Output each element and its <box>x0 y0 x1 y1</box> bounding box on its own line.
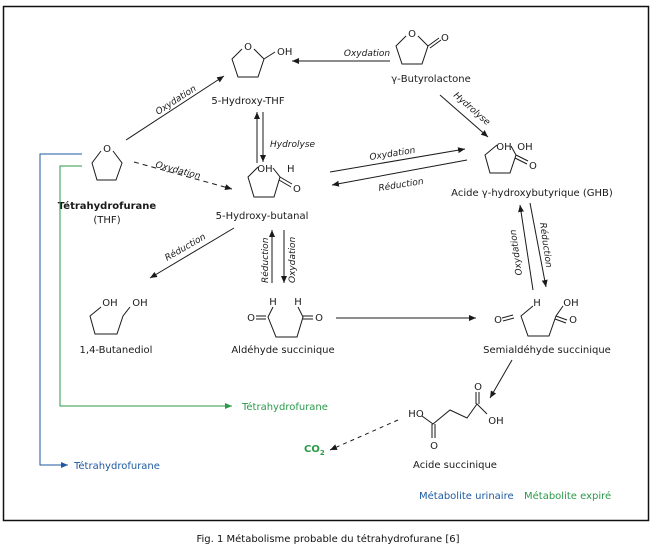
butanediol-structure <box>89 306 131 335</box>
butanediol-oh-atom-2: OH <box>132 298 147 309</box>
rx-label-ghb-to-butanal: Réduction <box>378 176 425 194</box>
rx-label-semialdehyde-to-ghb: Oxydation <box>509 229 525 276</box>
urinary-thf-label: Tétrahydrofurane <box>73 460 160 472</box>
hydroxy-butanal-o-atom: O <box>293 184 301 195</box>
hydroxy-butanal-label: 5-Hydroxy-butanal <box>216 211 309 222</box>
thf-abbr: (THF) <box>93 215 120 226</box>
hydroxy-thf-o-atom: O <box>244 42 252 53</box>
arrow-thf-to-hydroxythf <box>125 75 225 141</box>
succinic-acid-label: Acide succinique <box>413 460 497 471</box>
thf-label: Tétrahydrofurane <box>58 200 157 212</box>
arrow-butanal-to-butanediol <box>149 227 235 279</box>
semialdehyde-h-atom: H <box>533 298 541 309</box>
succinic-aldehyde-h-atom-1: H <box>269 297 277 308</box>
succinic-semialdehyde-structure <box>501 305 568 337</box>
rx-label-butanal-to-ghb: Oxydation <box>369 146 416 163</box>
arrow-exhaled-thf <box>59 165 232 409</box>
thf-o-atom: O <box>103 144 111 155</box>
arrow-semialdehyde-to-succinic-acid <box>489 359 513 399</box>
arrow-butanal-to-ghb <box>329 147 466 173</box>
ghb-o-atom: O <box>529 161 537 172</box>
butanediol-label: 1,4-Butanediol <box>80 345 153 356</box>
butyrolactone-o-atom: O <box>408 29 416 40</box>
legend-exhaled: Métabolite expiré <box>524 490 611 502</box>
butyrolactone-label: γ-Butyrolactone <box>391 74 471 85</box>
ghb-structure <box>484 144 529 174</box>
arrow-ghb-to-butanal <box>331 159 468 187</box>
rx-label-thf-to-hydroxythf: Oxydation <box>154 84 198 118</box>
ghb-oh-atom: OH <box>496 142 511 153</box>
hydroxy-thf-oh-atom: OH <box>277 47 292 58</box>
exhaled-thf-label: Tétrahydrofurane <box>241 401 328 413</box>
succinic-aldehyde-label: Aldéhyde succinique <box>231 344 334 356</box>
semialdehyde-o-atom-2: O <box>569 315 577 326</box>
rx-label-hydroxythf-to-butanal: Hydrolyse <box>270 140 316 150</box>
thf-structure <box>91 150 123 181</box>
arrow-ghb-to-semialdehyde <box>529 202 548 288</box>
rx-label-butyrolactone-to-hydroxythf: Oxydation <box>344 49 391 59</box>
ghb-label: Acide γ-hydroxybutyrique (GHB) <box>451 188 613 199</box>
succinic-aldehyde-structure <box>256 306 313 338</box>
rx-label-thf-to-butanal: Oxydation <box>154 160 202 182</box>
butyrolactone-structure <box>395 35 442 65</box>
rx-label-ghb-to-semialdehyde: Réduction <box>537 222 554 269</box>
figure-caption: Fig. 1 Métabolisme probable du tétrahydr… <box>196 533 459 545</box>
succinic-acid-structure <box>421 392 488 438</box>
arrow-succinic-acid-to-co2 <box>329 419 399 451</box>
figure-frame <box>2 5 650 522</box>
arrow-urinary-thf <box>39 153 82 468</box>
ghb-acid-oh-atom: OH <box>517 142 532 153</box>
co2-label: CO2 <box>304 444 325 457</box>
arrow-semialdehyde-to-ghb <box>518 204 534 291</box>
succinic-aldehyde-o-atom-2: O <box>315 313 323 324</box>
semialdehyde-label: Semialdéhyde succinique <box>483 344 611 356</box>
succinic-acid-o-atom-1: O <box>430 441 438 452</box>
rx-label-butanal-to-aldehyde: Oxydation <box>288 237 298 284</box>
semialdehyde-oh-atom: OH <box>563 298 578 309</box>
arrow-butyrolactone-to-ghb <box>439 94 489 138</box>
succinic-acid-oh-atom: OH <box>488 416 503 427</box>
succinic-aldehyde-o-atom-1: O <box>247 313 255 324</box>
legend-urinary: Métabolite urinaire <box>419 490 514 502</box>
rx-label-aldehyde-to-butanal: Réduction <box>260 237 271 283</box>
butyrolactone-carbonyl-o: O <box>441 33 449 44</box>
succinic-acid-ho-atom: HO <box>408 409 424 420</box>
hydroxy-thf-structure <box>231 48 276 78</box>
hydroxy-butanal-h-atom: H <box>287 164 295 175</box>
succinic-aldehyde-h-atom-2: H <box>294 297 302 308</box>
hydroxy-butanal-structure <box>247 166 293 198</box>
hydroxy-thf-label: 5-Hydroxy-THF <box>211 96 284 107</box>
arrow-thf-to-butanal <box>133 161 233 191</box>
hydroxy-butanal-oh-atom: OH <box>257 164 272 175</box>
butanediol-oh-atom-1: OH <box>102 298 117 309</box>
succinic-acid-o-atom-2: O <box>474 382 482 393</box>
semialdehyde-o-atom-1: O <box>494 315 502 326</box>
